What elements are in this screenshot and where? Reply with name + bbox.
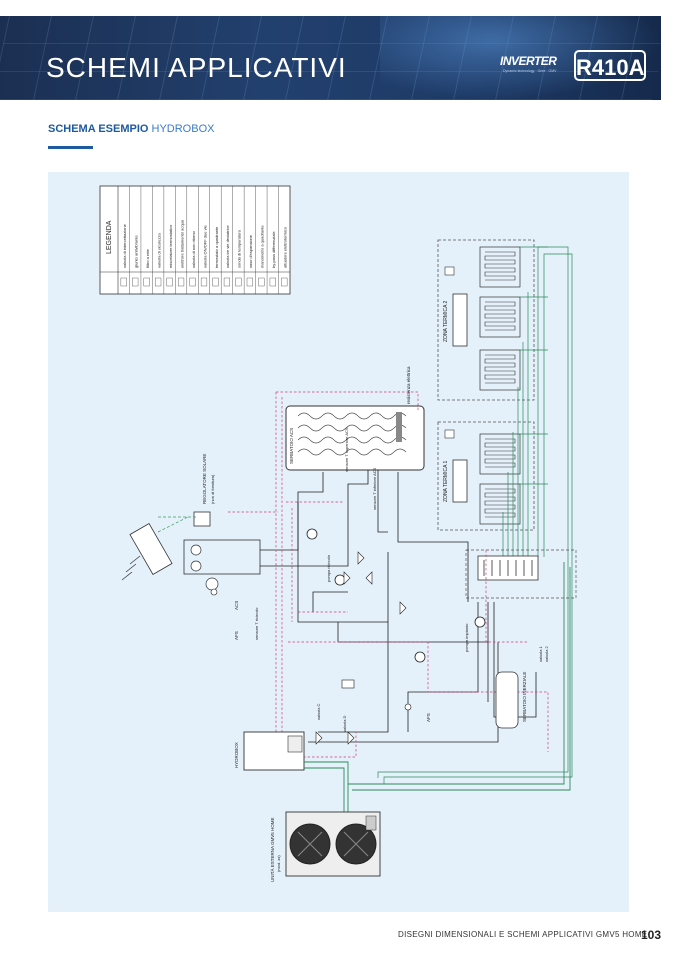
legend-item: sonda di temperatura <box>237 229 242 268</box>
outdoor-unit-sub: (mod. xx) <box>276 855 281 872</box>
legend-item: attuatore elettrotermico <box>283 226 288 268</box>
acs-tank: SERBATOIO ACS resistenza elettrica <box>285 366 425 471</box>
legend-symbol-icon <box>143 277 150 287</box>
legend-symbol-icon <box>246 277 253 287</box>
acs-tank-label: SERBATOIO ACS <box>289 428 294 464</box>
inertial-tank <box>495 671 519 729</box>
outdoor-unit-label: UNITÀ ESTERNA GMV5 HOME <box>269 817 275 882</box>
pump-acs-label: pompa ricircolo <box>326 554 331 582</box>
legend-item: valvola di sicurezza <box>156 233 161 268</box>
sensor-lower-label: sensore T inferiore ACS <box>372 467 377 510</box>
section-heading-bold: SCHEMA ESEMPIO <box>48 123 149 135</box>
hydraulic-diagram: valvola di intercettazione giunto antivib… <box>48 172 629 912</box>
page-number: 103 <box>641 928 662 942</box>
legend-title: LEGENDA <box>106 220 113 254</box>
section-heading: SCHEMA ESEMPIO HYDROBOX <box>48 123 214 135</box>
valve-2-label: valvola 2 <box>544 645 549 662</box>
zone-2: ZONA TERMICA 2 <box>437 239 535 401</box>
legend-item: elettrore trattamento acqua <box>179 219 184 268</box>
legend-item: manometro a quadrante <box>260 225 265 268</box>
legend-symbol-icon <box>281 277 288 287</box>
header-banner <box>0 16 661 100</box>
legend-symbol-icon <box>258 277 265 287</box>
legend-item: termostato a quadrante <box>214 226 219 268</box>
afs-label-2: AFS <box>426 713 431 722</box>
footer-text: DISEGNI DIMENSIONALI E SCHEMI APPLICATIV… <box>398 930 648 939</box>
inertial-tank-label: SERBATOIO INERZIALE <box>522 672 527 722</box>
inverter-logo-text: INVERTER <box>500 54 557 68</box>
solar-wiring <box>157 516 198 533</box>
zone-1: ZONA TERMICA 1 <box>437 421 535 531</box>
legend-symbol-icon <box>269 277 276 287</box>
afs-label: AFS <box>234 631 239 640</box>
legend-item: filtro a rete <box>145 248 150 268</box>
outdoor-unit: UNITÀ ESTERNA GMV5 HOME (mod. xx) <box>269 811 381 882</box>
legend: valvola di intercettazione giunto antivib… <box>99 185 291 295</box>
legend-symbol-icon <box>212 277 219 287</box>
legend-symbol-icon <box>200 277 208 287</box>
legend-item: valvola di intercettazione <box>122 223 127 268</box>
zone-piping <box>377 246 573 784</box>
legend-item: valvola di non ritorno <box>191 230 196 268</box>
solar-group: REGOLATORE SOLARE (non di fornitura) <box>121 454 261 591</box>
legend-item: by-pass differenziale <box>271 231 276 268</box>
legend-item: valvola tre vie deviatrice <box>225 225 230 268</box>
legend-item: miscelatore termostatico <box>168 224 173 268</box>
hydrobox-label: HYDROBOX <box>234 742 239 768</box>
collector <box>465 549 577 599</box>
zone-2-label: ZONA TERMICA 2 <box>443 300 449 342</box>
resistance-label: resistenza elettrica <box>406 366 411 404</box>
legend-symbol-icon <box>235 277 242 287</box>
main-piping <box>260 470 537 743</box>
inverter-logo: INVERTER Dynamic technology · Gree · GMV <box>500 50 560 76</box>
sensor-recirc-label: sensore T ricircolo <box>254 607 259 640</box>
valve-c-label: valvola C <box>316 703 321 720</box>
solar-regulator-label: REGOLATORE SOLARE <box>202 454 207 504</box>
legend-symbol-icon <box>155 277 162 287</box>
section-heading-light: HYDROBOX <box>151 123 215 135</box>
acs-label: ACS <box>234 601 239 610</box>
valve-d-label: valvola D <box>342 715 347 732</box>
solar-regulator-sub: (non di fornitura) <box>210 474 215 504</box>
legend-symbol-icon <box>177 277 185 287</box>
pump-secondary-label: pompa impianto <box>464 623 469 652</box>
hydrobox-unit: HYDROBOX <box>234 731 305 771</box>
page-title: SCHEMI APPLICATIVI <box>46 52 347 83</box>
legend-symbol-icon <box>120 277 127 287</box>
refrigerant-piping <box>304 562 571 817</box>
legend-item: valvola ON/OFF due vie <box>202 225 207 268</box>
component-symbols <box>210 528 486 745</box>
legend-symbol-icon <box>166 277 173 287</box>
inverter-logo-subtext: Dynamic technology · Gree · GMV <box>503 69 557 73</box>
sensor-upper-label: sensore T superiore ACS <box>344 427 349 472</box>
valve-1-label: valvola 1 <box>538 645 543 662</box>
heading-underline <box>48 146 93 149</box>
legend-symbol-icon <box>223 277 230 287</box>
zone-1-label: ZONA TERMICA 1 <box>443 460 449 502</box>
diagram-svg: valvola di intercettazione giunto antivib… <box>99 185 577 882</box>
component-labels: sensore T superiore ACS sensore T inferi… <box>234 427 549 732</box>
legend-item: vaso d'espansione <box>248 234 253 268</box>
legend-symbol-icon <box>189 277 196 287</box>
legend-symbol-icon <box>132 277 139 287</box>
r410a-logo: R410A <box>574 50 646 81</box>
legend-item: giunto antivibrante <box>133 235 138 268</box>
